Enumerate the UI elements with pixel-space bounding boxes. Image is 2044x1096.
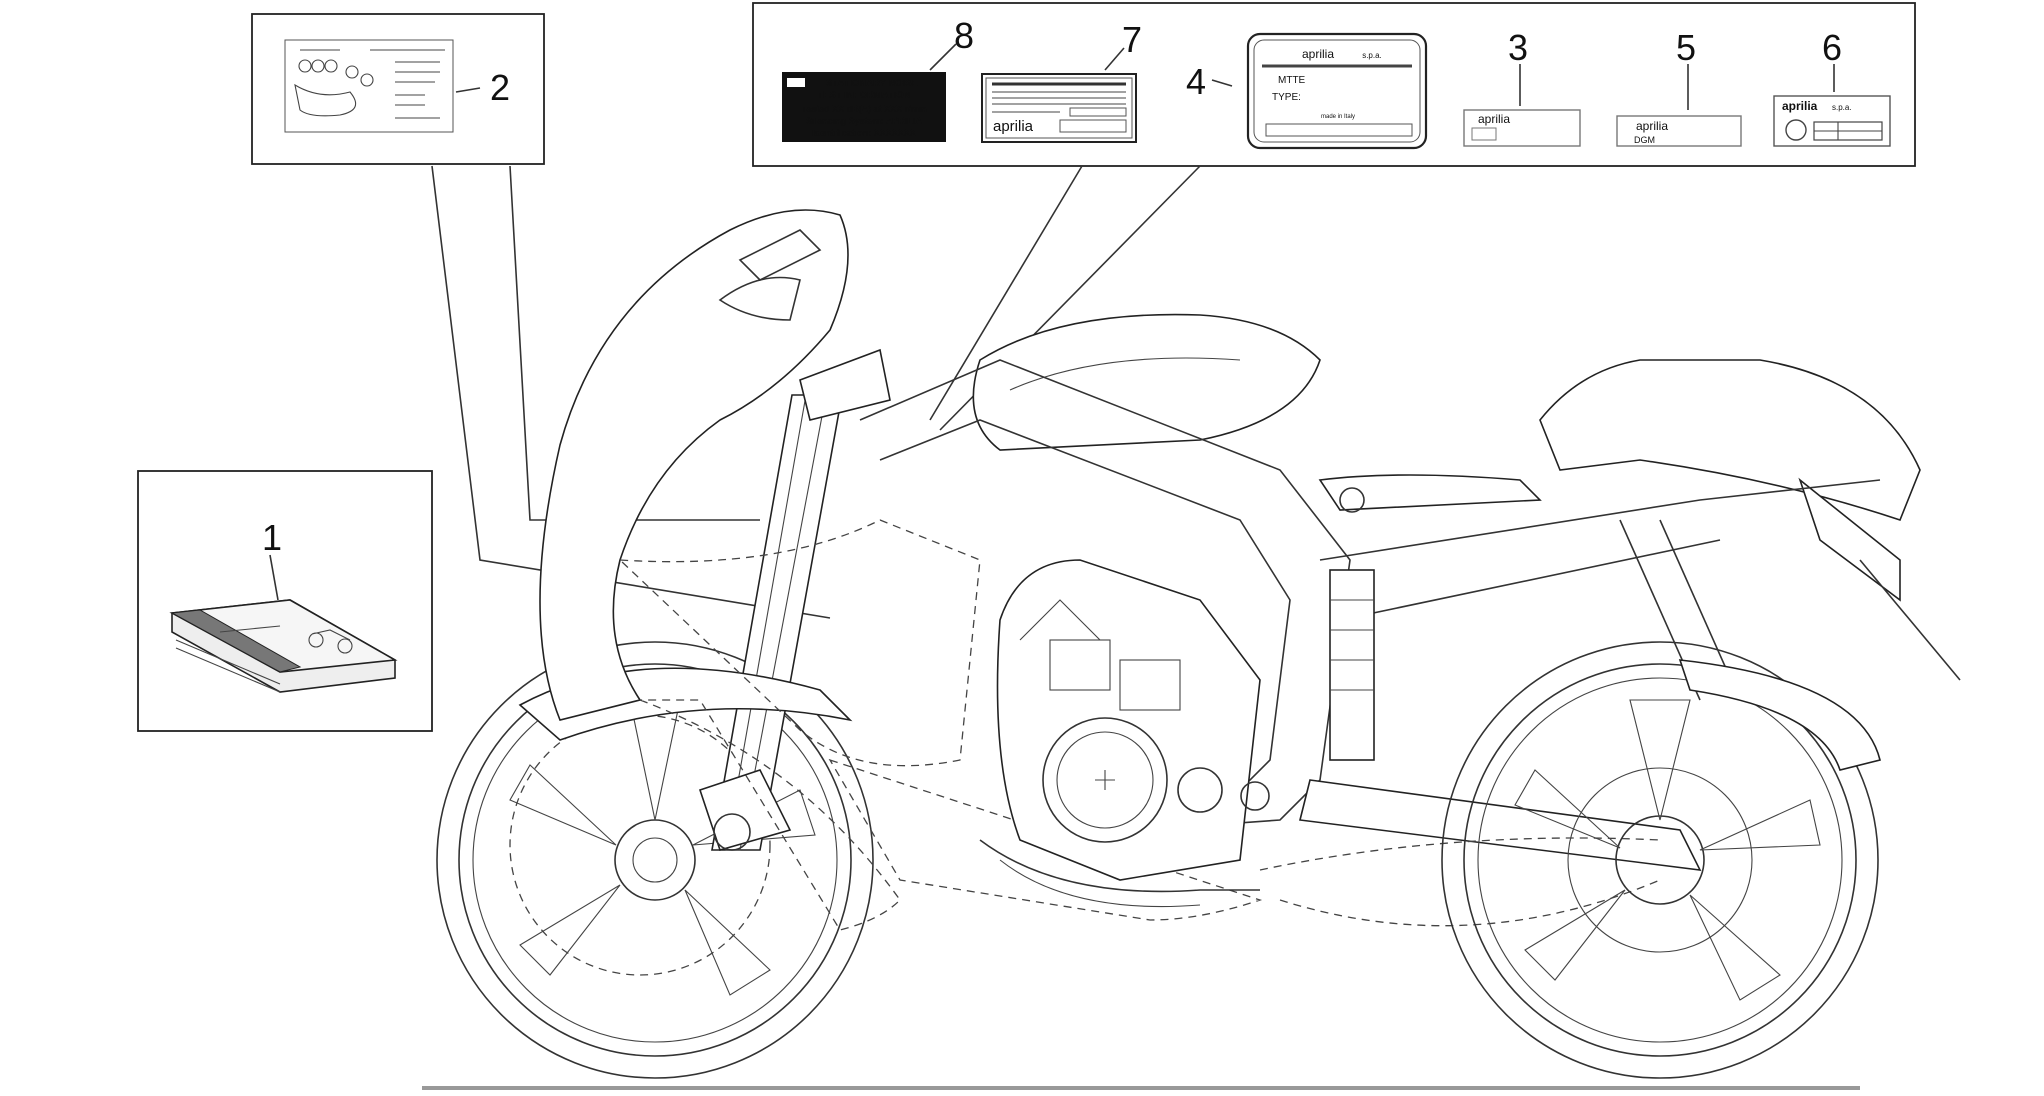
svg-text:aprilia: aprilia [1302, 47, 1334, 61]
callout-7: 7 [1122, 19, 1142, 60]
manual-box: 1 [137, 470, 433, 732]
motorcycle-drawing [436, 209, 1961, 1079]
callout-2: 2 [490, 67, 510, 108]
exhaust [979, 839, 1260, 908]
decal-8-noise-label: STATIONARY NOISE TEST INFORMATION Tested… [782, 72, 946, 142]
svg-text:TEST INFORMATION: TEST INFORMATION [817, 90, 910, 101]
svg-text:DGM: DGM [1634, 135, 1655, 145]
decal-6-label: aprilia s.p.a. [1773, 95, 1891, 147]
svg-text:Identification: XXXXXXX: Identification: XXXXXXX [812, 128, 916, 138]
svg-text:STATIONARY NOISE: STATIONARY NOISE [826, 78, 918, 89]
callout-4: 4 [1186, 61, 1206, 102]
brake-disc [509, 714, 771, 976]
leader-lines [431, 165, 1201, 619]
rear-shock [1329, 487, 1375, 761]
svg-text:TYPE:: TYPE: [1272, 92, 1301, 103]
svg-text:aprilia: aprilia [1478, 112, 1510, 126]
decal-4-id-plate: aprilia s.p.a. MTTE TYPE: made in Italy [1246, 32, 1428, 150]
callout-6: 6 [1822, 27, 1842, 68]
svg-text:aprilia: aprilia [1636, 119, 1668, 133]
decals-box: STATIONARY NOISE TEST INFORMATION Tested… [752, 2, 1916, 167]
owner-manual [169, 599, 398, 693]
decal-sheet-box: 2 [251, 13, 545, 165]
svg-text:s.p.a.: s.p.a. [1832, 103, 1852, 112]
decal-5-dgm-label: aprilia DGM [1616, 115, 1742, 147]
svg-text:aprilia: aprilia [993, 118, 1034, 135]
seat-tail [1318, 359, 1961, 681]
svg-text:MTTE: MTTE [1278, 75, 1306, 86]
callout-5: 5 [1676, 27, 1696, 68]
callout-8: 8 [954, 15, 974, 56]
swingarm [1259, 779, 1705, 927]
svg-text:Silencing System: APRILIA: Silencing System: APRILIA [806, 116, 922, 126]
callout-1: 1 [262, 517, 282, 558]
callout-3: 3 [1508, 27, 1528, 68]
svg-text:aprilia: aprilia [1782, 99, 1818, 113]
front-fairing [539, 209, 1263, 931]
svg-text:s.p.a.: s.p.a. [1362, 51, 1382, 60]
svg-text:made in Italy: made in Italy [1321, 114, 1355, 120]
engine [996, 559, 1270, 881]
decal-sheet-2 [284, 39, 454, 133]
svg-text:Tested XX dB(A) at XXX r/min: Tested XX dB(A) at XXX r/min [801, 104, 926, 114]
rear-wheel [1441, 641, 1881, 1079]
decal-7-emission-label: aprilia [981, 73, 1137, 143]
fuel-tank [972, 313, 1321, 451]
decal-3-label: aprilia [1463, 109, 1581, 147]
